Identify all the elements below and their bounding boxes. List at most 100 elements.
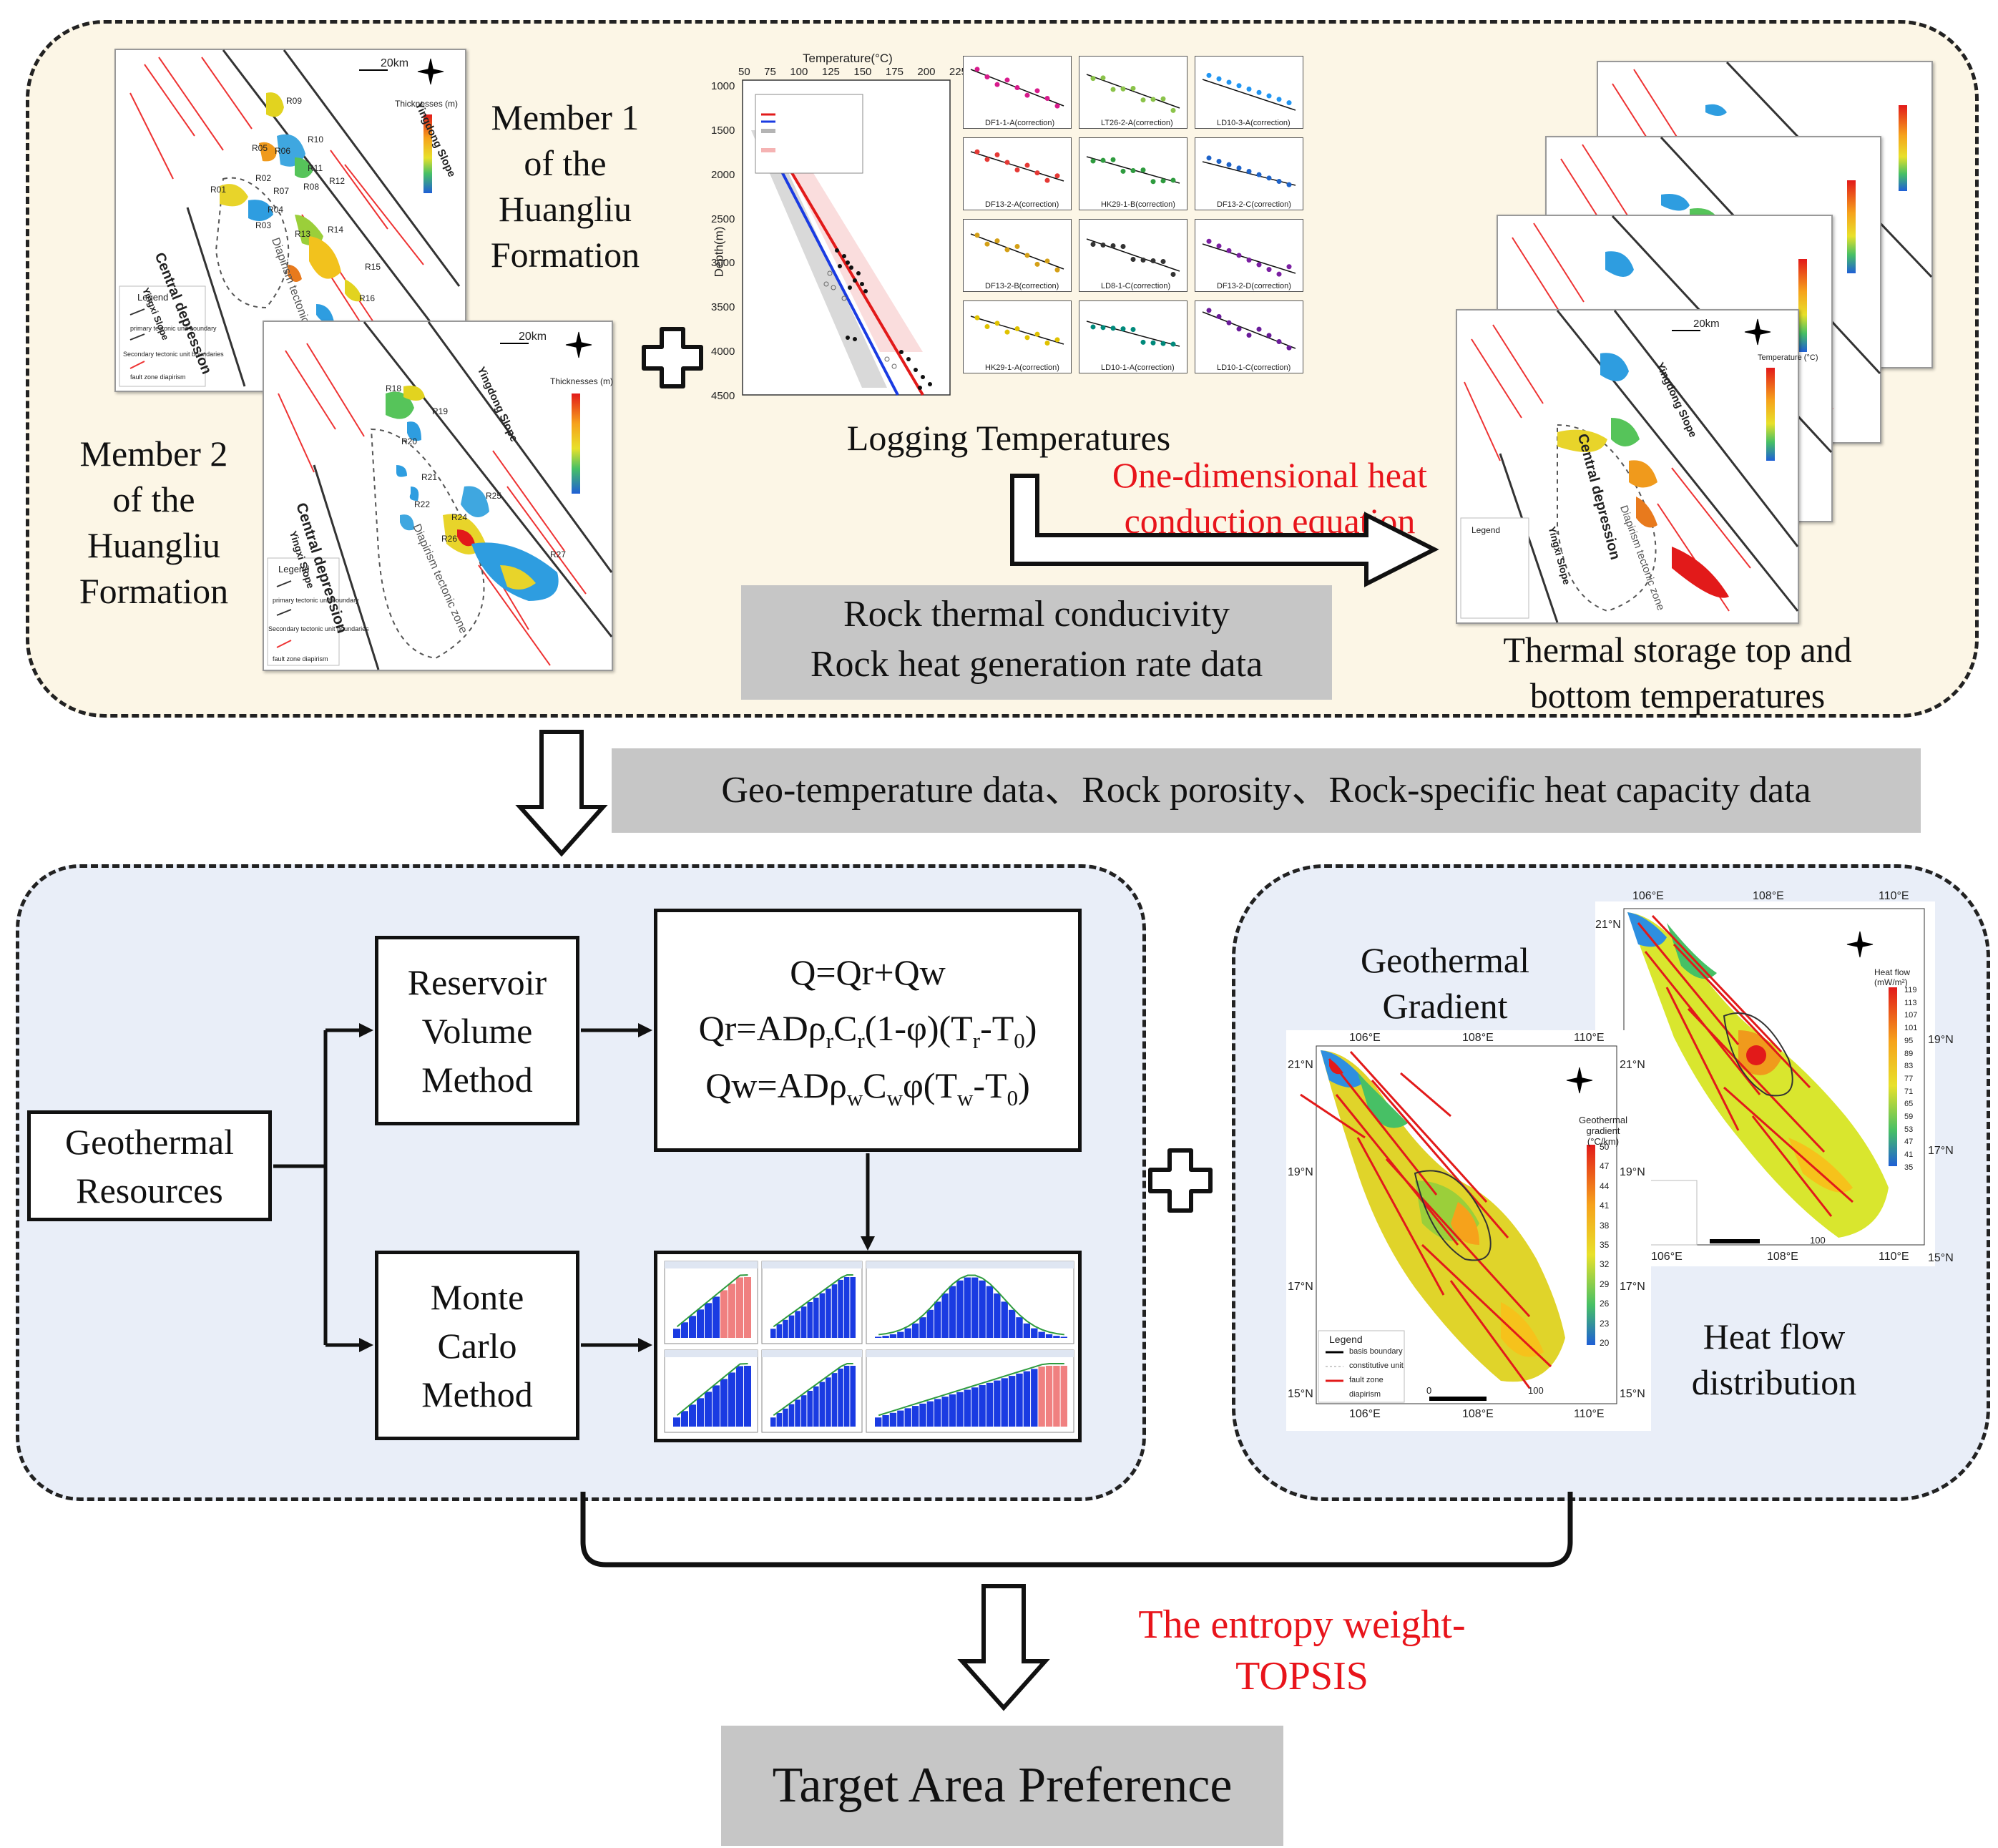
gradient-lat-17-right: 17°N [1620,1281,1645,1293]
histogram-bar [979,1280,986,1338]
well-data-point [974,315,980,321]
map1-reservoir-r04: R04 [268,205,284,215]
well-data-point [1266,175,1272,181]
well-data-point [1140,97,1146,103]
histogram-bar [964,1389,971,1427]
histogram-bar [882,1415,889,1427]
gradient-colorbar-title: Geothermal gradient (°C/km) [1579,1115,1627,1147]
map1-reservoir-r14: R14 [328,225,344,235]
histogram-bar [1060,1366,1067,1427]
histogram-bar [1023,1323,1031,1338]
heat-flow-distribution-label: Heat flow distribution [1691,1316,1857,1402]
map2-legend-item-primary: primary tectonic unit boundary [273,597,359,604]
map1-reservoir-r03: R03 [255,220,272,230]
equation-water: Qw=ADρwCwφ(Tw-T0) [705,1065,1030,1110]
well-plot-label: LD10-3-A(correction) [1217,119,1291,127]
histogram-bar [1016,1317,1023,1338]
flow-connectors [273,1023,875,1352]
map1-legend-title: Legend [137,292,169,303]
well-data-point [1090,324,1096,330]
well-data-point [1266,267,1272,273]
monte-carlo-method-box: Monte Carlo Method [375,1251,579,1440]
histogram-bar [926,1401,934,1427]
histogram-bar [1053,1366,1060,1427]
heatflow-tick: 107 [1904,1011,1918,1020]
merge-bracket [580,1492,1573,1568]
histogram-bar [705,1392,712,1427]
gradient-lon-110: 110°E [1574,1032,1605,1044]
histogram-bar [956,1280,964,1338]
well-data-point [994,82,1000,87]
logging-xlabel: Temperature(°C) [803,52,893,65]
heatflow-lat-15-right: 15°N [1928,1252,1954,1264]
well-data-point [1216,159,1222,164]
gradient-tick: 20 [1600,1337,1610,1348]
well-data-point [1014,167,1020,172]
member2-label: Member 2 of the Huangliu Formation [79,434,229,611]
histogram-bar [712,1385,720,1427]
map2-legend-item-fault: fault zone diapirism [273,655,328,663]
well-data-point [1110,157,1116,162]
gradient-lon-108: 108°E [1462,1032,1494,1044]
heatflow-lon-110-bottom: 110°E [1879,1251,1909,1263]
histogram-bar [1008,1376,1016,1427]
well-data-point [974,67,980,72]
heatflow-tick: 47 [1904,1138,1914,1147]
histogram-bar [904,1328,911,1338]
histogram-bar [875,1417,882,1427]
histogram-bar [1045,1334,1053,1338]
gradient-lat-21-right: 21°N [1620,1059,1645,1071]
heatflow-tick: 101 [1904,1024,1918,1033]
well-data-point [1034,331,1040,337]
well-data-point [1100,157,1106,163]
gradient-tick: 29 [1600,1279,1610,1289]
histogram-bar [1008,1309,1016,1338]
histogram-bar [826,1289,831,1338]
gradient-lon-106-bottom: 106°E [1349,1408,1381,1420]
map1-reservoir-r01: R01 [210,185,227,195]
logging-temperature-chart: Temperature(°C) Depth(m) 50 75 100 125 1… [708,52,1325,409]
logging-xtick: 200 [917,66,936,78]
well-plot: DF13-2-D(correction) [1195,219,1303,292]
histogram-bar [705,1303,712,1338]
map1-reservoir-r11: R11 [308,163,323,173]
well-data-point [1206,155,1212,161]
well-data-point [1216,314,1222,319]
logging-ytick: 4000 [711,346,735,358]
logging-ytick: 1500 [711,124,735,137]
plus-icon [642,327,703,388]
well-plot-label: DF1-1-A(correction) [985,119,1055,127]
well-data-point [1286,264,1292,270]
histogram-bar [1001,1301,1008,1338]
gradient-legend-fault: fault zone [1349,1376,1384,1384]
histogram-bar [897,1410,904,1427]
well-data-point [1120,168,1126,174]
heatflow-lat-21: 21°N [1595,919,1621,931]
histogram-bar [728,1372,735,1427]
histogram-bar [897,1331,904,1338]
gradient-legend-unit: constitutive unit [1349,1361,1404,1370]
map2-reservoir-r21: R21 [421,472,438,482]
histogram-bar [1038,1367,1045,1427]
well-data-point [1100,325,1106,331]
histogram-bar [850,1366,856,1427]
histogram-bar [1016,1373,1023,1427]
gradient-lat-19-right: 19°N [1620,1166,1645,1178]
well-data-point [1206,72,1212,78]
logging-ytick: 2500 [711,212,735,225]
histogram-fit-curve [878,1363,1064,1417]
gradient-tick: 44 [1600,1180,1610,1191]
equations-box: Q=Qr+Qw Qr=ADρrCr(1-φ)(Tr-T0) Qw=ADρwCwφ… [654,909,1082,1152]
histogram-bar [813,1297,819,1338]
well-plot: LD10-1-A(correction) [1079,300,1187,373]
histogram-bar [744,1366,751,1427]
well-plot: DF13-2-C(correction) [1195,137,1303,210]
histogram-bar [934,1301,941,1338]
histogram-bar [941,1293,949,1338]
histogram-bar [994,1380,1001,1427]
logging-xtick: 50 [738,66,750,78]
heatflow-colorbar-title: Heat flow (mW/m²) [1874,967,1911,987]
well-plot: DF13-2-B(correction) [963,219,1072,292]
heatflow-lon-110: 110°E [1879,890,1909,902]
well-data-point [1160,259,1166,264]
